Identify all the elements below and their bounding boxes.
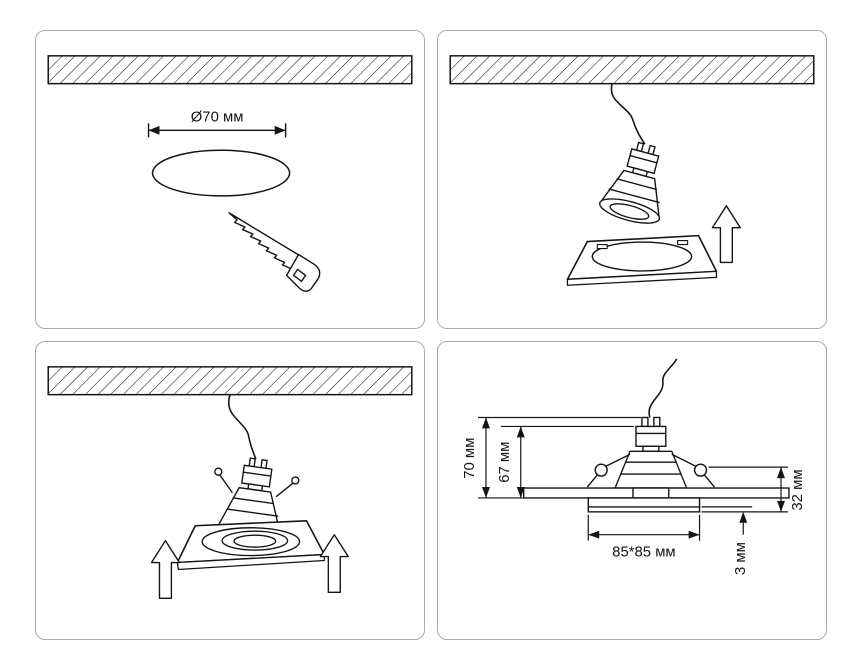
step1-illustration: Ø70 мм <box>47 55 413 292</box>
up-arrow-icon <box>319 534 349 594</box>
panel-step-4-dimensions: 70 мм 67 мм 32 мм <box>437 341 827 640</box>
ceiling-hatch-icon <box>449 55 815 85</box>
spotlight-lamp-icon <box>598 141 661 224</box>
dimension-total-height <box>478 416 641 499</box>
lamp-face-section <box>632 487 670 499</box>
dimension-body-height-label: 67 мм <box>497 442 513 483</box>
lamp-face-icon <box>221 530 289 551</box>
panel-step-3-mount-lamp <box>35 341 425 640</box>
spring-clips-icon <box>214 467 300 498</box>
step2-illustration <box>449 55 815 286</box>
panel-step-1-cut-hole: Ø70 мм <box>35 30 425 329</box>
instruction-panel-grid: Ø70 мм <box>35 30 827 640</box>
hand-saw-icon <box>228 212 321 292</box>
trim-frame-section <box>587 497 701 513</box>
hole-diameter-dimension <box>147 123 287 138</box>
panel-step-2-insert-frame <box>437 30 827 329</box>
up-arrow-icon <box>150 539 181 599</box>
dimension-frame-size <box>587 514 701 541</box>
dimension-body-height <box>500 425 634 498</box>
ceiling-hatch-icon <box>47 55 413 85</box>
trim-frame-icon <box>566 234 718 286</box>
dimension-recess-depth-label: 32 мм <box>790 469 806 510</box>
power-wire-icon <box>610 83 646 145</box>
dimension-recess-depth <box>701 466 788 513</box>
power-wire-icon <box>648 358 678 418</box>
step4-illustration: 70 мм 67 мм 32 мм <box>462 358 806 575</box>
ceiling-hatch-icon <box>47 366 413 396</box>
step3-illustration <box>47 366 413 599</box>
up-arrow-icon <box>711 205 741 264</box>
spring-clips-icon <box>586 453 715 488</box>
dimension-total-height-label: 70 мм <box>462 438 478 479</box>
dimension-flange-thickness-label: 3 мм <box>733 542 749 575</box>
dimension-frame-size-label: 85*85 мм <box>612 545 675 561</box>
cutout-hole-icon <box>151 149 291 197</box>
fixture-cross-section-icon <box>523 358 790 513</box>
dimension-flange-thickness <box>701 506 753 535</box>
power-wire-icon <box>227 394 257 460</box>
hole-diameter-label: Ø70 мм <box>191 109 244 125</box>
